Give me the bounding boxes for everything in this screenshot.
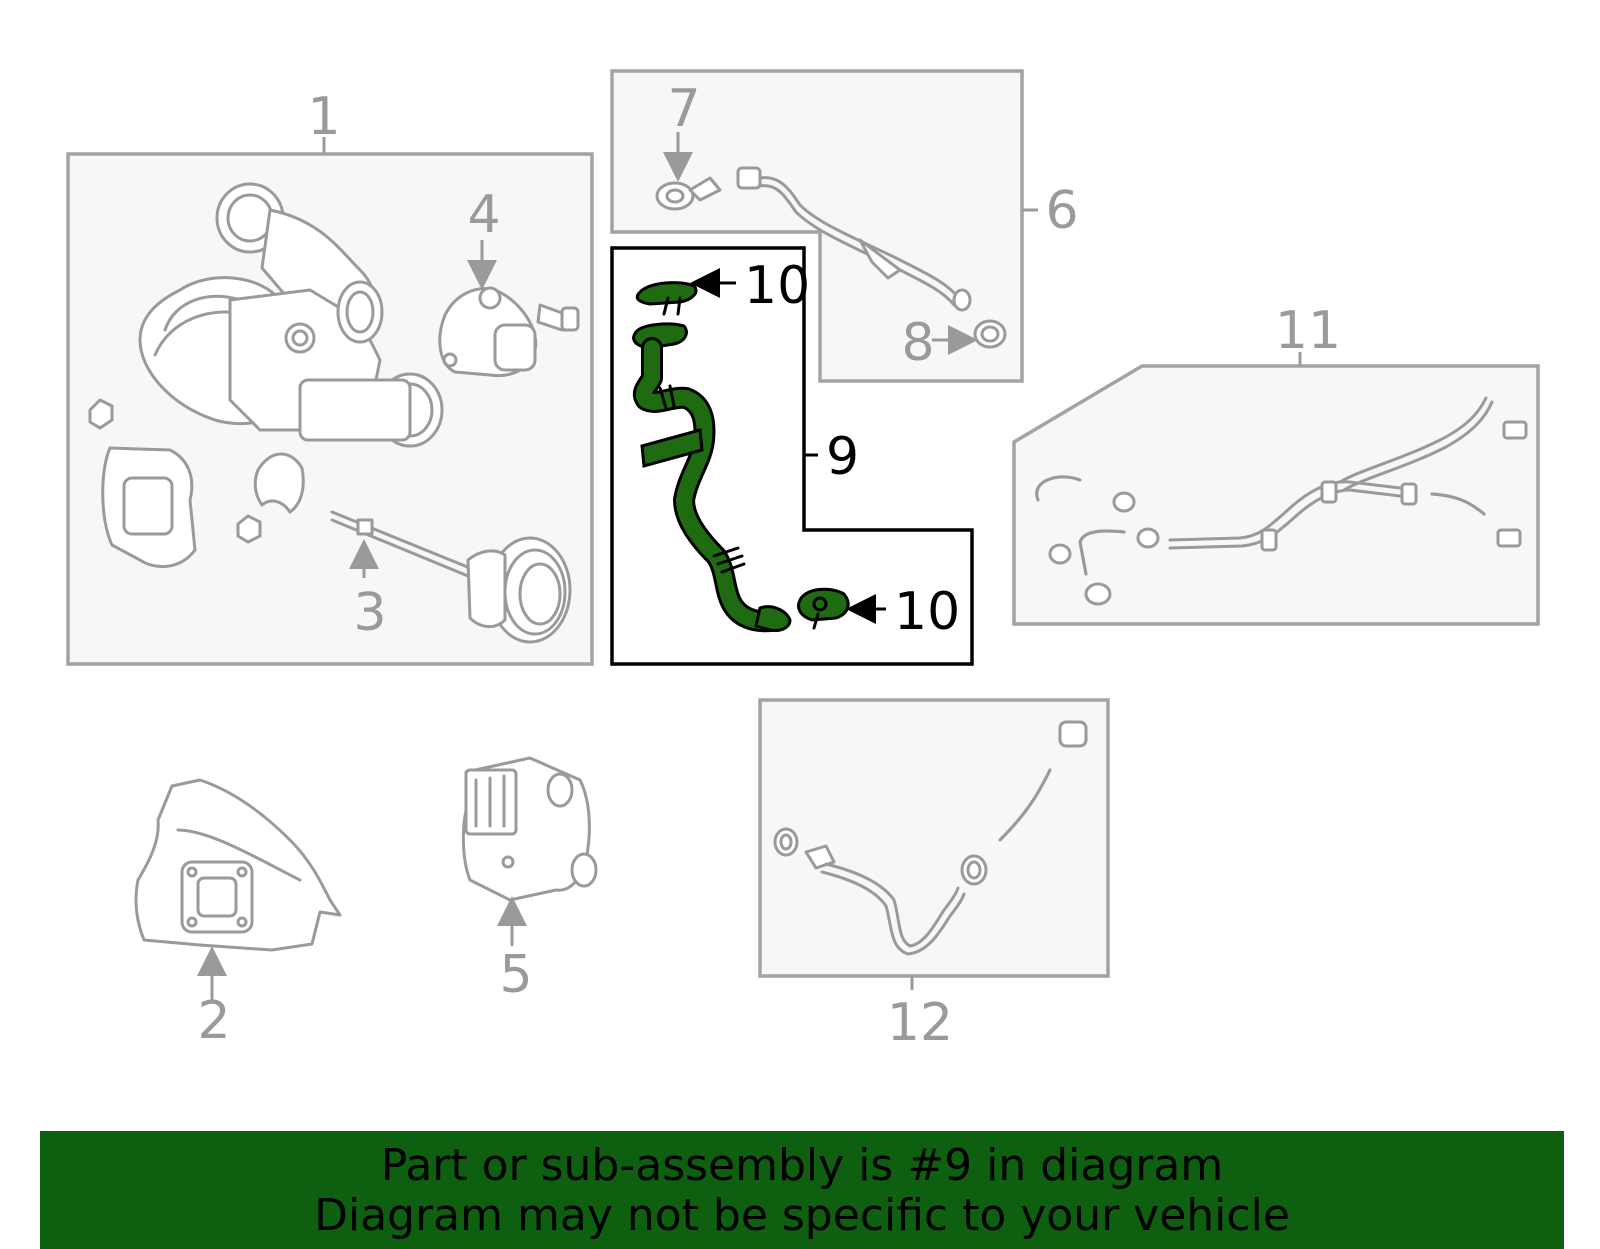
callout-7: 7: [667, 79, 700, 139]
panel-coolant-lines: 11: [1012, 301, 1540, 626]
turbocharger-illustration: [88, 182, 444, 569]
callout-9: 9: [826, 427, 859, 487]
wastegate-actuator-illustration: [330, 510, 572, 644]
callout-5: 5: [499, 945, 532, 1005]
callout-12: 12: [887, 993, 953, 1053]
coolant-lines-illustration: [1035, 396, 1528, 606]
callout-10-lower: 10: [894, 582, 960, 642]
heat-shield-group: 2: [134, 778, 342, 1051]
panel-vent-hose: 12: [758, 698, 1110, 1053]
callout-6: 6: [1045, 181, 1078, 241]
part-info-banner: Part or sub-assembly is #9 in diagram Di…: [40, 1131, 1564, 1249]
oil-feed-line-illustration: [655, 166, 1007, 349]
callout-10-upper: 10: [744, 256, 810, 316]
callout-2: 2: [197, 991, 230, 1051]
vent-hose-illustration: [773, 720, 1088, 956]
callout-3: 3: [353, 583, 386, 643]
panel-oil-feed-line: 7 8 6: [610, 69, 1079, 383]
banner-line-disclaimer: Diagram may not be specific to your vehi…: [314, 1190, 1290, 1241]
vacuum-pump-illustration: [438, 286, 580, 378]
callout-11: 11: [1275, 301, 1341, 361]
callout-1: 1: [307, 87, 340, 147]
oil-return-line-illustration: [632, 281, 850, 633]
banner-line-part-number: Part or sub-assembly is #9 in diagram: [380, 1140, 1224, 1191]
panel-oil-return-line-highlighted: 10 10 9: [610, 246, 974, 666]
panel-turbocharger: 1 4 3: [66, 87, 594, 666]
electronic-actuator-group: 5: [461, 756, 598, 1005]
callout-8: 8: [901, 313, 934, 373]
callout-4: 4: [467, 185, 500, 245]
